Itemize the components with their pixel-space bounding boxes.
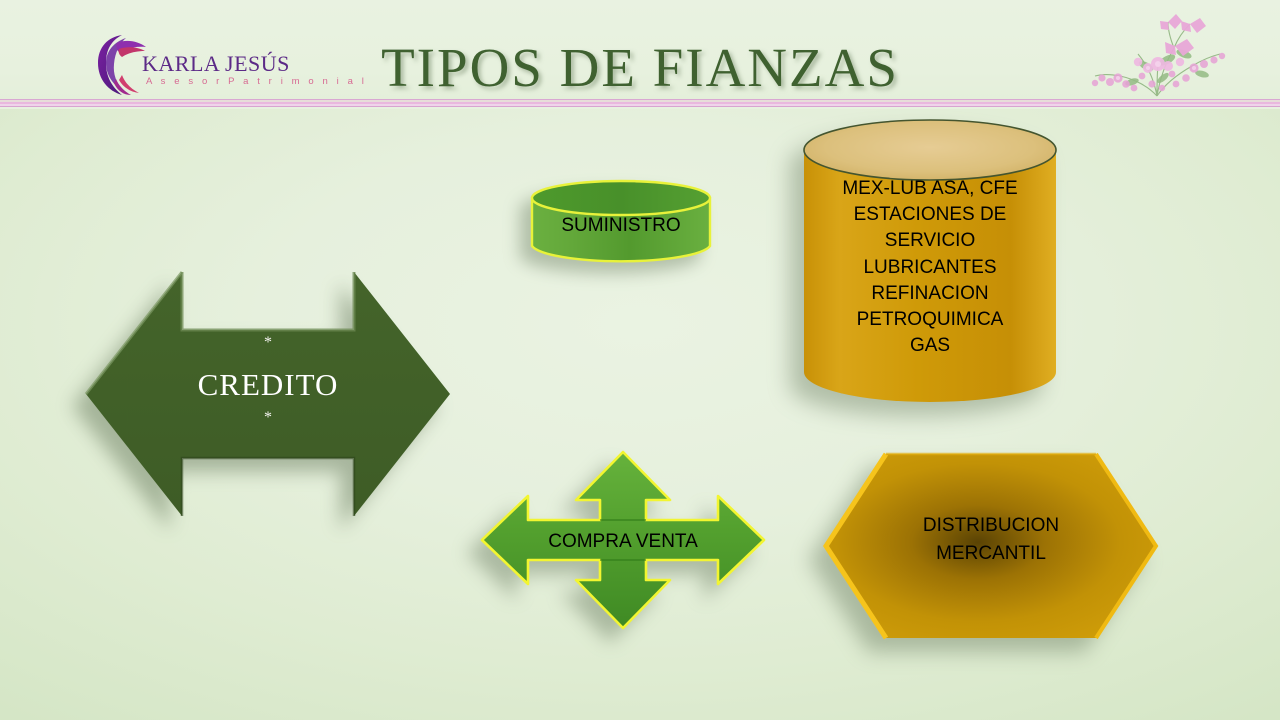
slide-header: KARLA JESÚS A s e s o r P a t r i m o n … <box>0 0 1280 109</box>
floral-spray-icon <box>1091 14 1226 97</box>
credito-marker-top: * <box>264 334 272 351</box>
credito-arrow-shape <box>84 271 450 516</box>
logo-tagline: A s e s o r P a t r i m o n i a l <box>146 76 367 87</box>
suministro-cylinder-shape <box>530 179 712 263</box>
header-divider <box>0 99 1280 109</box>
suministro-cylinder[interactable]: SUMINISTRO <box>527 176 715 268</box>
credito-arrow[interactable]: * CREDITO * <box>78 258 458 530</box>
compra-venta-arrow[interactable]: COMPRA VENTA <box>478 448 768 632</box>
petroleo-cylinder-shape <box>803 119 1057 402</box>
petroleo-cylinder[interactable]: MEX-LUB ASA, CFE ESTACIONES DE SERVICIO … <box>800 114 1060 404</box>
distribucion-hexagon-shape <box>823 452 1159 640</box>
logo-mark-icon <box>98 35 146 95</box>
page-title: TIPOS DE FIANZAS <box>381 37 899 98</box>
compra-venta-arrow-shape <box>480 450 766 630</box>
brand-logo: KARLA JESÚS A s e s o r P a t r i m o n … <box>92 27 364 102</box>
distribucion-hexagon[interactable]: DISTRIBUCION MERCANTIL <box>822 450 1160 642</box>
credito-marker-bottom: * <box>264 409 272 426</box>
logo-name: KARLA JESÚS <box>142 51 290 76</box>
